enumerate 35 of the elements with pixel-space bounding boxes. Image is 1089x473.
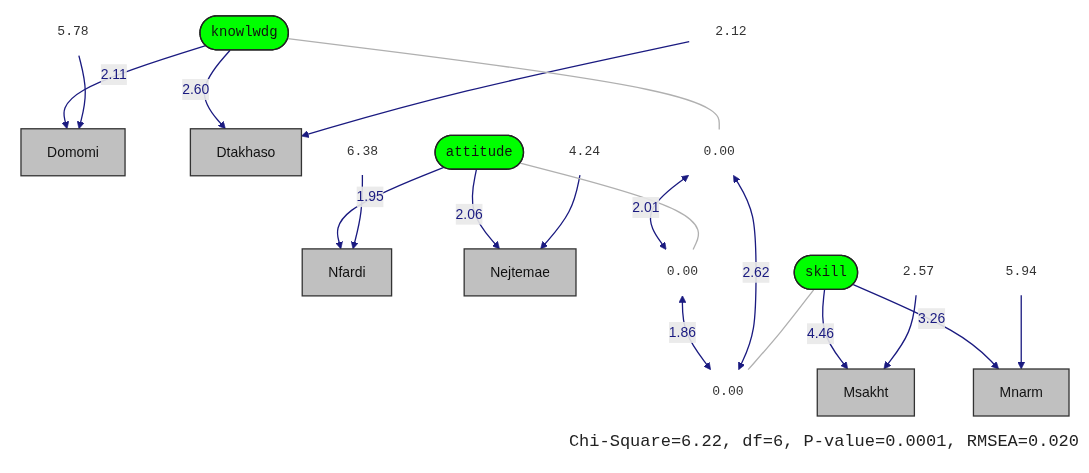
node-box: Msakht: [816, 367, 915, 417]
caption: Chi-Square=6.22, df=6, P-value=0.0001, RMSEA=0.020: [568, 432, 1079, 451]
arrow: [883, 294, 917, 369]
node-text: 2.57: [902, 263, 934, 279]
edge-label: 2.60: [181, 81, 209, 96]
node-text: 2.12: [714, 24, 747, 40]
arrow: [61, 44, 206, 129]
edge-label: 1.95: [356, 188, 384, 204]
arrow: [852, 283, 999, 369]
edge-label: 2.06: [455, 205, 483, 221]
connector: [286, 37, 720, 130]
arrow: [76, 54, 86, 129]
node-text: 4.24: [568, 143, 600, 159]
connector: [746, 288, 814, 370]
arrow: [1016, 294, 1025, 369]
edge-label: 2.01: [631, 199, 659, 214]
edge-label: 1.86: [668, 324, 696, 339]
arrow: [732, 174, 757, 370]
arrow: [539, 174, 581, 249]
arrow: [300, 40, 690, 138]
edge-label: 4.46: [806, 325, 834, 341]
node-box: Nejtemae: [463, 247, 577, 297]
node-box: Domomi: [19, 127, 126, 176]
node-box: Nfardi: [301, 247, 392, 297]
node-text: 5.78: [56, 24, 89, 40]
node-text: 6.38: [346, 143, 378, 159]
node-text: 5.94: [1005, 263, 1037, 279]
node-box: Dtakhaso: [189, 127, 302, 176]
node-text: 0.00: [711, 383, 744, 399]
edge-label: 2.62: [741, 264, 770, 279]
node-text: 0.00: [666, 263, 698, 279]
node-text: 0.00: [703, 143, 735, 159]
edge-label: 3.26: [917, 310, 945, 326]
node-box: Mnarm: [972, 367, 1070, 417]
edge-label: 2.11: [100, 66, 127, 82]
